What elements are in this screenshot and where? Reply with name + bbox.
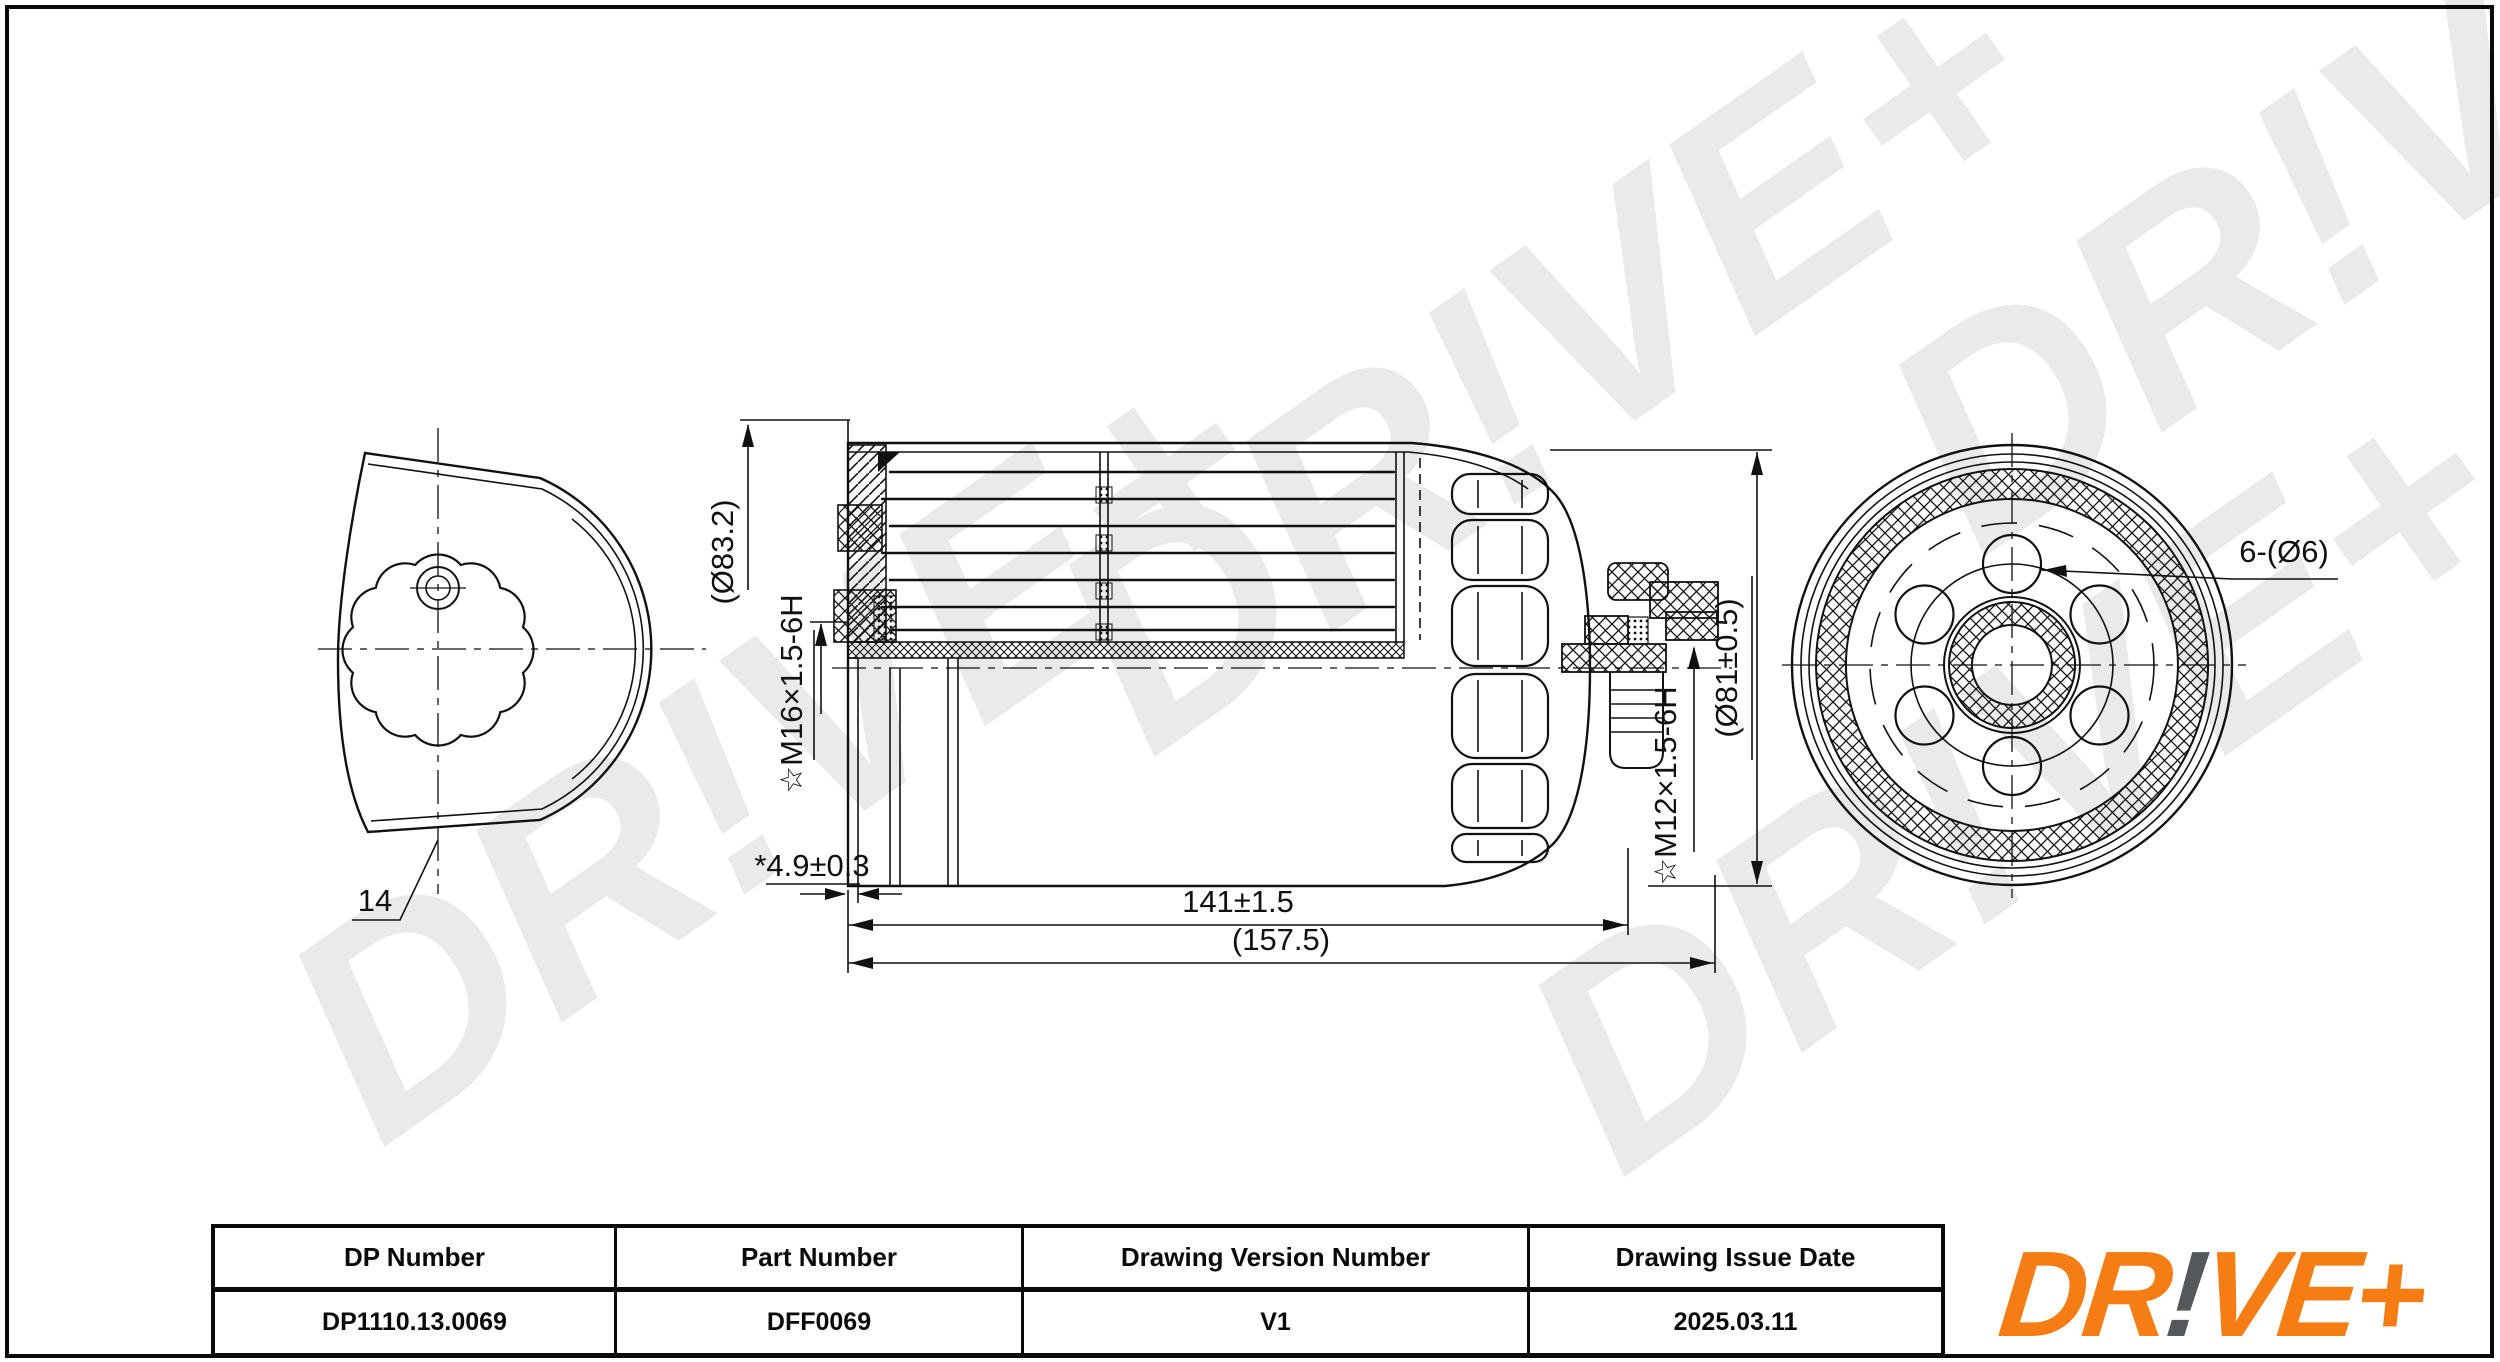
scalloped-socket-outline (341, 553, 535, 747)
pleat-lines (880, 470, 1396, 632)
logo-text-ve-plus: VE+ (2195, 1226, 2429, 1362)
housing-rib-stadiums (1450, 472, 1550, 864)
rim-circle-3 (1808, 461, 2216, 869)
ref-14-leader (352, 839, 439, 921)
crimp-49-label: *4.9±0.3 (754, 848, 869, 883)
dp-number-value: DP1110.13.0069 (215, 1292, 617, 1353)
length-141-label: 141±1.5 (1182, 884, 1294, 919)
brand-logo: DR!VE+ (1979, 1226, 2443, 1362)
left-seal-assembly (833, 444, 897, 643)
center-tube-lines (848, 657, 959, 886)
center-boss-circle (1943, 596, 2081, 734)
issue-date-header: Drawing Issue Date (1530, 1228, 1941, 1292)
cap-inner-contour (367, 463, 645, 822)
left-view-cap-profile: 14 (318, 428, 706, 921)
housing-inner-top-line (848, 451, 1529, 490)
dp-number-header: DP Number (215, 1228, 617, 1292)
rim-circle-2 (1800, 453, 2224, 877)
knurled-seal-ring (1815, 468, 2209, 862)
element-end-plate (1395, 452, 1405, 642)
dimension-dia-81: (Ø81±0.5) (1550, 449, 1772, 887)
holes-label: 6-(Ø6) (2239, 534, 2329, 569)
bolt-circle (1910, 563, 2114, 767)
middle-view-section: (Ø83.2) ☆M16×1.5-6H *4.9±0.3 141±1.5 (705, 419, 1772, 973)
title-block-table: DP Number Part Number Drawing Version Nu… (211, 1224, 1945, 1357)
dimension-dia-83: (Ø83.2) (705, 419, 850, 605)
threaded-stud (1609, 672, 1664, 769)
thread-m12-label: ☆M12×1.5-6H (1648, 686, 1683, 885)
drain-port-assembly (1561, 562, 1719, 769)
holes-callout: 6-(Ø6) (2040, 534, 2338, 580)
thread-lines (1610, 689, 1663, 733)
dimension-thread-m12: ☆M12×1.5-6H (1648, 646, 1700, 886)
drawing-version-value: V1 (1024, 1292, 1530, 1353)
thread-m16-label: ☆M16×1.5-6H (774, 594, 809, 793)
element-bottom-gasket-band (847, 641, 1405, 659)
dimension-length-157: (157.5) (848, 875, 1716, 973)
part-number-header: Part Number (617, 1228, 1024, 1292)
dimension-length-141: 141±1.5 (847, 848, 1629, 973)
dimension-crimp-49: *4.9±0.3 (754, 848, 902, 903)
watermark-layer: DR!VE+ DR!VE+ DR!VE+ DR!VE+ (224, 0, 2500, 1232)
hidden-circle (1869, 522, 2155, 808)
length-157-label: (157.5) (1232, 922, 1330, 957)
dimension-thread-m16: ☆M16×1.5-6H (774, 594, 846, 794)
cap-outer-contour (336, 451, 653, 834)
issue-date-value: 2025.03.11 (1530, 1292, 1941, 1353)
part-number-value: DFF0069 (617, 1292, 1024, 1353)
filter-element (847, 452, 1421, 659)
center-thread-ring (1948, 601, 2077, 729)
port-holes (1894, 533, 2130, 797)
dia-81-label: (Ø81±0.5) (1709, 598, 1744, 737)
cap-third-contour (571, 518, 637, 780)
right-view-end: 6-(Ø6) (1782, 433, 2338, 898)
ref-14-label: 14 (358, 883, 392, 918)
logo-text-dr: DR (1993, 1226, 2174, 1362)
seam-stitch-squares (1095, 486, 1113, 641)
outer-rim-circle (1790, 443, 2234, 887)
dia-83-label: (Ø83.2) (705, 499, 740, 604)
drawing-version-header: Drawing Version Number (1024, 1228, 1530, 1292)
